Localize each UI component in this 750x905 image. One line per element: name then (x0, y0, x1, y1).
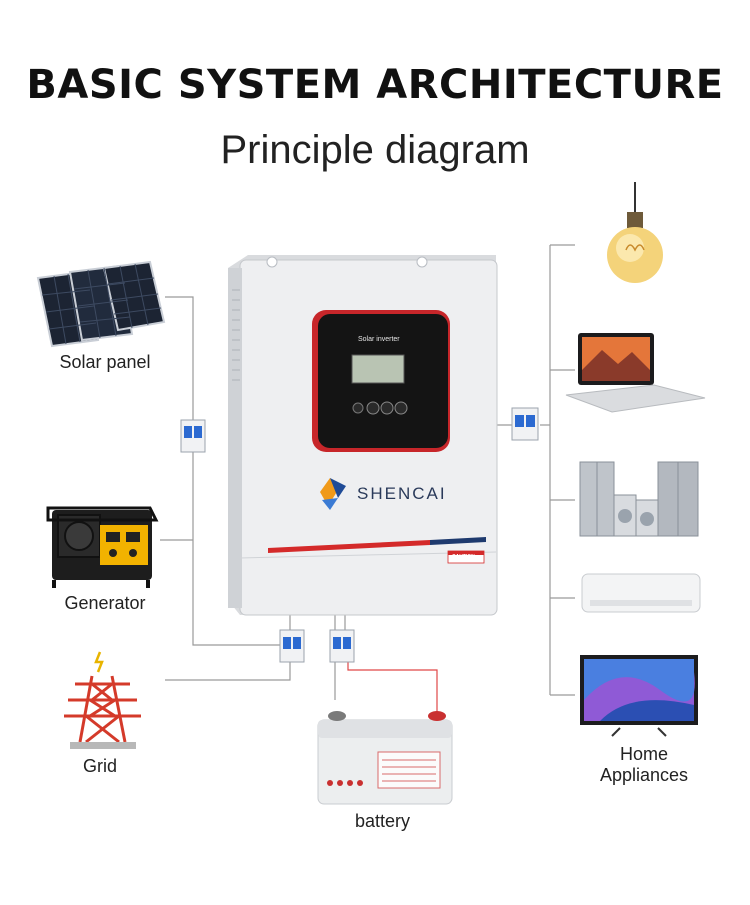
breaker-battery-icon (329, 629, 355, 663)
caution-label: CAUTION (452, 554, 475, 560)
television-icon (580, 655, 698, 737)
breaker-solar-icon (180, 419, 206, 453)
home-appliances-label-line1: Home (619, 744, 668, 764)
breaker-ac-input-icon (279, 629, 305, 663)
page-title: BASIC SYSTEM ARCHITECTURE (26, 62, 724, 108)
kitchen-appliances-icon (579, 461, 699, 537)
home-appliances-label: Home Appliances (580, 744, 708, 786)
home-appliances-label-line2: Appliances (599, 765, 689, 785)
grid-tower-base (70, 742, 136, 749)
battery-icon (317, 711, 453, 805)
grid-tower-icon (64, 651, 141, 744)
breaker-output-icon (511, 407, 539, 441)
solar-panel-label: Solar panel (59, 352, 151, 372)
generator-icon (46, 506, 159, 588)
page-subtitle: Principle diagram (220, 128, 530, 172)
generator-label: Generator (64, 593, 146, 613)
air-conditioner-icon (581, 573, 701, 613)
light-bulb-icon (607, 182, 663, 283)
battery-label: battery (354, 811, 411, 831)
inverter-icon (228, 255, 498, 616)
inverter-brand: SHENCAI (357, 484, 447, 503)
grid-label: Grid (82, 756, 117, 776)
battery-positive-wire (347, 660, 438, 712)
laptop-icon (565, 333, 706, 413)
inverter-screen-label: Solar inverter (358, 336, 400, 343)
grid-wire (165, 660, 291, 681)
solar-panel-icon (36, 260, 166, 348)
